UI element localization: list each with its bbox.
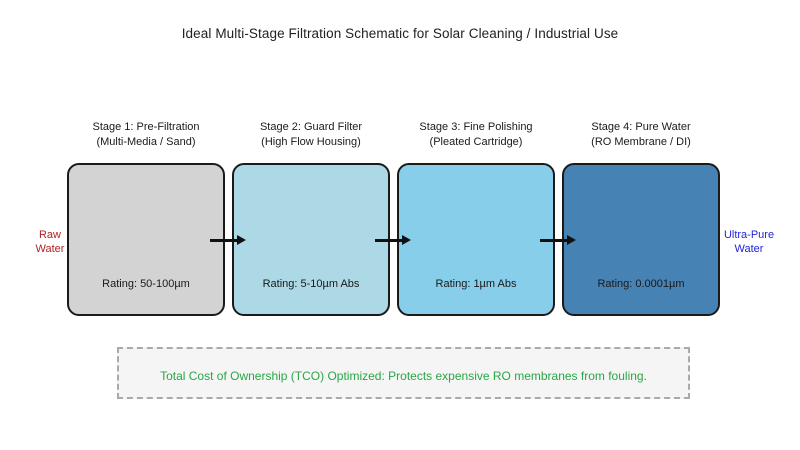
stage-2-rating: Rating: 5-10µm Abs <box>262 278 360 290</box>
flow-arrow-icon <box>210 235 246 245</box>
stage-1-rating: Rating: 50-100µm <box>102 278 190 290</box>
stage-3-rating: Rating: 1µm Abs <box>435 278 517 290</box>
stage-1-box: Rating: 50-100µm <box>67 163 225 316</box>
stage-4-box: Rating: 0.0001µm <box>562 163 720 316</box>
tco-note-box: Total Cost of Ownership (TCO) Optimized:… <box>117 347 690 399</box>
stage-4-label: Stage 4: Pure Water (RO Membrane / DI) <box>591 121 691 148</box>
flow-arrow-icon <box>375 235 411 245</box>
flow-arrow-icon <box>540 235 576 245</box>
stage-3-box: Rating: 1µm Abs <box>397 163 555 316</box>
tco-note-text: Total Cost of Ownership (TCO) Optimized:… <box>160 369 647 383</box>
ultra-pure-water-label: Ultra-Pure Water <box>723 229 775 256</box>
stage-2-label: Stage 2: Guard Filter (High Flow Housing… <box>259 121 363 148</box>
raw-water-label: Raw Water <box>35 229 65 256</box>
stage-1-label: Stage 1: Pre-Filtration (Multi-Media / S… <box>92 121 200 148</box>
stage-4-rating: Rating: 0.0001µm <box>597 278 685 290</box>
stage-2-box: Rating: 5-10µm Abs <box>232 163 390 316</box>
stage-3-label: Stage 3: Fine Polishing (Pleated Cartrid… <box>419 121 533 148</box>
page-title: Ideal Multi-Stage Filtration Schematic f… <box>181 26 619 41</box>
